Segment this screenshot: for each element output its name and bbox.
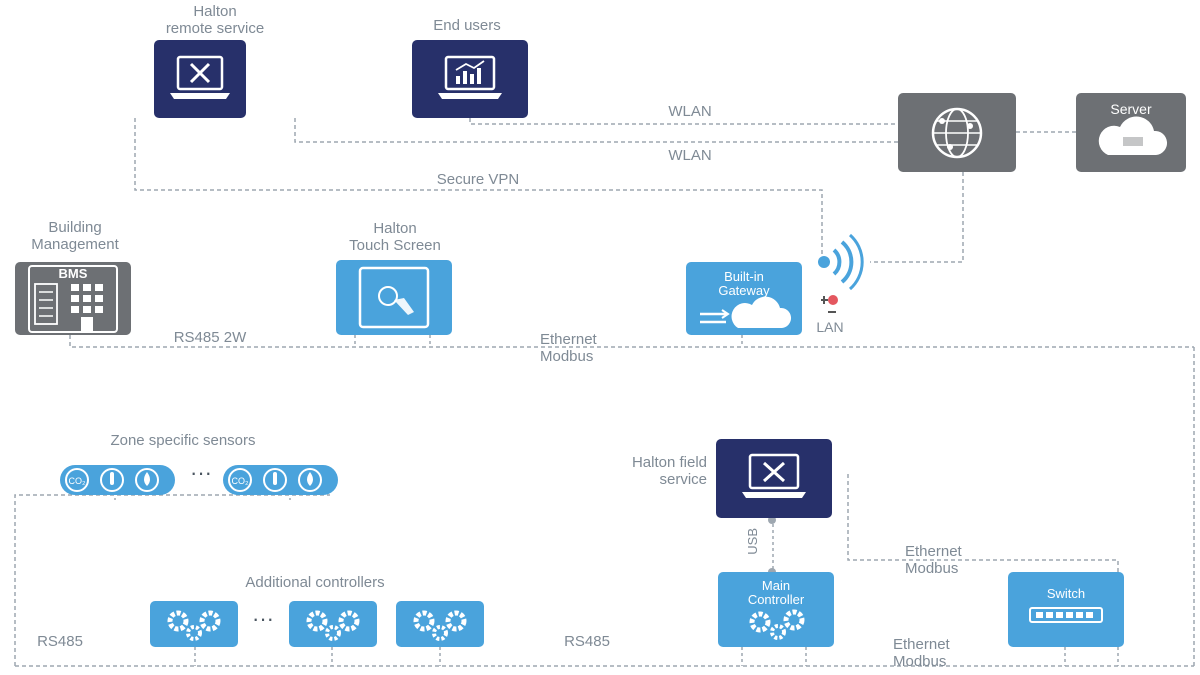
usb-label: USB [745,528,760,555]
main-controller-tile-text: Main Controller [747,578,805,607]
field-service-node [716,439,832,518]
rs485-mid-label: RS485 [564,633,610,650]
rs485-2w-label: RS485 2W [173,329,247,346]
rs485-2w-bus [69,335,1194,348]
wlan-line-end-users [469,118,898,125]
internet-node [898,93,1016,172]
building-icon [28,265,118,333]
touch-screen-icon [358,266,430,329]
gears-icon [167,610,221,641]
zone-sensors-group-2: CO₂ [223,465,338,495]
gateway-tile-text: Built-in Gateway [718,269,770,298]
switch-node: Switch [1008,572,1124,647]
gears-icon [749,609,805,640]
laptop-tools-icon [742,453,806,498]
wifi-signal-icon [818,233,864,291]
additional-controller-2 [289,601,377,647]
touch-screen-label: Halton Touch Screen [349,220,441,254]
internet-gateway-line [870,172,964,263]
end-users-node [412,40,528,118]
switch-ports-icon [1029,607,1103,623]
additional-controllers-label: Additional controllers [245,574,385,591]
zone-sensors-ellipsis: ··· [190,460,212,485]
ethernet-modbus-top-label: Ethernet Modbus [540,331,597,365]
field-service-right-line [847,474,1119,572]
additional-controllers-ellipsis: ··· [252,606,274,631]
gateway-node: Built-in Gateway [686,262,802,335]
cloud-icon [1098,116,1168,155]
remote-service-label: Halton remote service [165,3,265,37]
ethernet-modbus-bottom-label: Ethernet Modbus [893,636,950,670]
wlan-label-2: WLAN [668,147,712,164]
additional-controller-3 [396,601,484,647]
lan-label: LAN [816,319,844,335]
secure-vpn-label: Secure VPN [436,171,520,188]
server-node: Server [1076,93,1186,172]
globe-network-icon [931,107,983,159]
vpn-line [134,118,823,262]
rs485-left-label: RS485 [37,633,83,650]
bms-tile-text: BMS [58,266,88,281]
end-users-label: End users [433,17,501,34]
sensor-icons: CO₂ [223,465,338,495]
laptop-chart-icon [438,55,502,99]
svg-text:CO₂: CO₂ [69,476,87,486]
sensor-bus [14,494,330,666]
switch-tile-text: Switch [1046,586,1086,601]
laptop-tools-icon [170,55,230,99]
bms-label: Building Management [31,219,119,253]
zone-sensors-group-1: CO₂ [60,465,175,495]
ethernet-modbus-mid-label: Ethernet Modbus [905,543,962,577]
gears-icon [306,610,360,641]
field-service-label: Halton field service [631,454,707,488]
gears-icon [413,610,467,641]
main-controller-node: Main Controller [718,572,834,647]
svg-text:CO₂: CO₂ [232,476,250,486]
lan-plug-icon [821,295,838,313]
touch-screen-node [336,260,452,335]
wlan-line-remote [294,118,898,143]
sensor-icons: CO₂ [60,465,175,495]
bms-node: BMS [15,262,131,335]
additional-controller-1 [150,601,238,647]
zone-sensors-label: Zone specific sensors [110,432,256,449]
cloud-icon [700,296,792,328]
server-label: Server [1110,101,1152,117]
remote-service-node [154,40,246,118]
wlan-label-1: WLAN [668,103,712,120]
